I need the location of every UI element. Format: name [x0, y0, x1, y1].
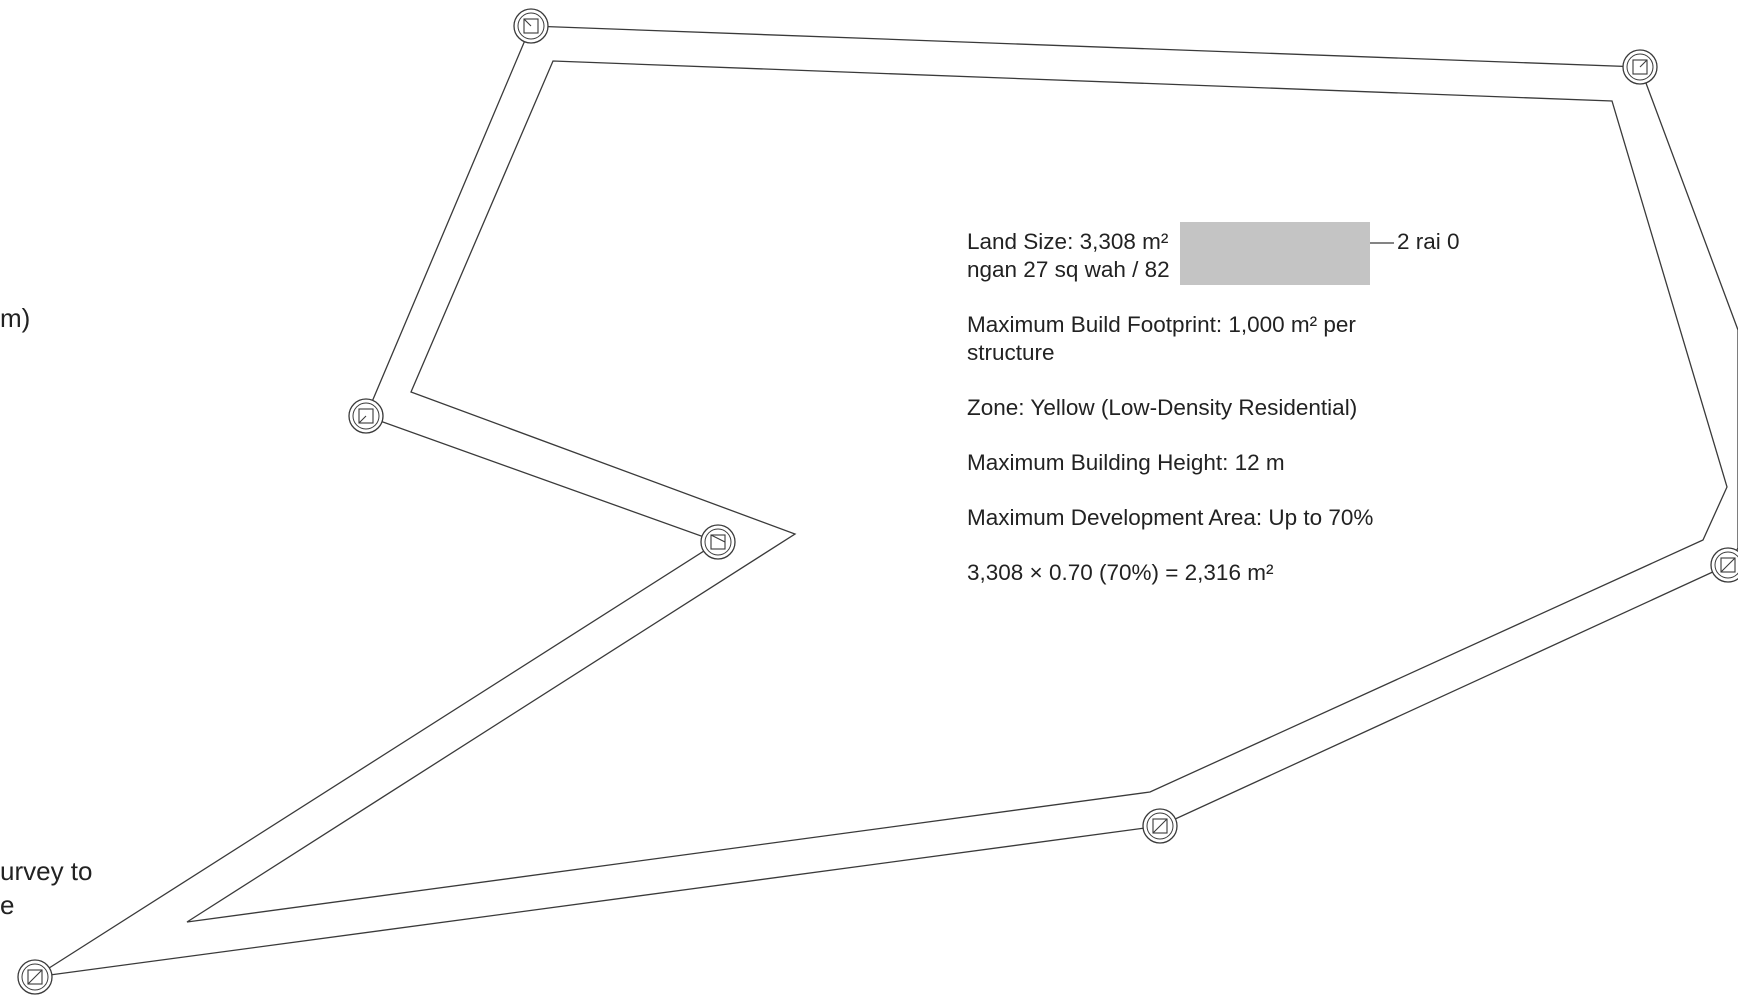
land-size-line1: Land Size: 3,308 m²	[967, 229, 1169, 254]
land-size-tail: 2 rai 0	[1397, 229, 1460, 254]
survey-marker	[1622, 49, 1658, 85]
cropped-edge-text: urvey to	[0, 856, 93, 886]
survey-marker	[513, 8, 549, 44]
development-area-calculation: 3,308 × 0.70 (70%) = 2,316 m²	[967, 560, 1274, 585]
cropped-edge-text: m)	[0, 303, 31, 333]
survey-marker	[348, 398, 384, 434]
inner-setback-boundary	[186, 60, 1728, 923]
survey-marker	[700, 524, 736, 560]
max-build-footprint: Maximum Build Footprint: 1,000 m² per st…	[967, 312, 1356, 365]
land-size-line2: ngan 27 sq wah / 82	[967, 257, 1170, 282]
redaction-box	[1180, 222, 1370, 285]
land-size-block: Land Size: 3,308 m² ngan 27 sq wah / 82 …	[967, 222, 1460, 285]
zone: Zone: Yellow (Low-Density Residential)	[967, 395, 1358, 420]
cropped-edge-text: e	[0, 890, 15, 920]
survey-marker	[1142, 808, 1178, 844]
outer-boundary	[34, 25, 1738, 978]
survey-marker	[1710, 547, 1738, 583]
max-development-area: Maximum Development Area: Up to 70%	[967, 505, 1374, 530]
max-building-height: Maximum Building Height: 12 m	[967, 450, 1285, 475]
site-info-panel: Land Size: 3,308 m² ngan 27 sq wah / 82 …	[967, 222, 1460, 614]
survey-marker	[17, 959, 53, 995]
